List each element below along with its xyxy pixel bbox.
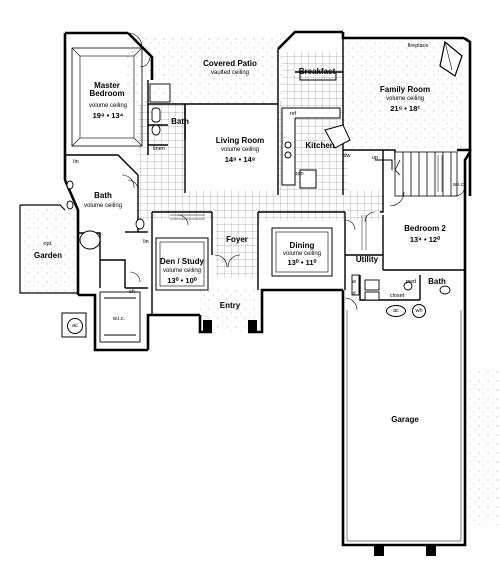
den-study-ceiling: volume ceiling bbox=[162, 268, 202, 274]
entry-name: Entry bbox=[219, 301, 241, 310]
family-room-name: Family Room bbox=[379, 85, 431, 94]
family-room-dims: 21⁸ • 18² bbox=[390, 104, 420, 113]
living-room-ceiling: volume ceiling bbox=[220, 147, 260, 153]
dining-tray bbox=[271, 227, 333, 277]
master-bath-ceiling: volume ceiling bbox=[83, 203, 123, 209]
dishwasher-label: dw bbox=[343, 153, 351, 159]
master-tray-corners bbox=[71, 47, 143, 147]
garage-outline bbox=[346, 310, 462, 542]
dining-dims: 13⁰ • 11⁰ bbox=[287, 258, 317, 267]
living-room-dims: 14⁸ • 14⁸ bbox=[224, 155, 256, 164]
living-room-name: Living Room bbox=[215, 136, 265, 145]
linen-label: linen bbox=[153, 146, 165, 152]
lin-label-2: lin bbox=[143, 239, 149, 245]
fireplace-icon bbox=[439, 40, 463, 77]
wic-family-label: w.i.c. bbox=[452, 182, 466, 188]
closet-label: closet bbox=[389, 293, 405, 299]
master-bath-name: Bath bbox=[94, 191, 112, 200]
breakfast-name: Breakfast bbox=[298, 67, 336, 76]
bedroom2-dims: 13⁴ • 12⁰ bbox=[409, 235, 441, 244]
master-tray-ceiling bbox=[71, 47, 143, 147]
den-tray bbox=[155, 237, 209, 291]
speckled-floors bbox=[20, 36, 500, 525]
den-study-dims: 13⁰ • 10⁰ bbox=[167, 276, 197, 285]
garden-outline bbox=[19, 204, 78, 294]
entry-columns bbox=[203, 320, 436, 556]
water-heater: wh bbox=[412, 304, 426, 318]
bath2-name: Bath bbox=[428, 277, 446, 286]
garden-prefix: opt. bbox=[43, 241, 53, 247]
utility-name: Utility bbox=[355, 255, 379, 264]
closet-shelves bbox=[170, 155, 443, 250]
master-bedroom-ceiling: volume ceiling bbox=[88, 103, 128, 109]
bedroom2-name: Bedroom 2 bbox=[404, 224, 446, 233]
powder-label: pwd bbox=[405, 279, 417, 285]
family-room-ceiling: volume ceiling bbox=[385, 96, 425, 102]
fireplace-label: fireplace bbox=[407, 43, 429, 49]
lin-label-1: lin bbox=[73, 159, 79, 165]
kitchen-counters bbox=[281, 71, 351, 189]
dryer-label: d bbox=[352, 291, 356, 297]
washer-label: w bbox=[352, 279, 356, 285]
kitchen-name: Kitchen bbox=[305, 141, 335, 150]
garden-name: Garden bbox=[33, 251, 62, 260]
covered-patio-ceiling: vaulted ceiling bbox=[210, 70, 250, 76]
pantry-label: pan bbox=[294, 171, 304, 177]
door-swings bbox=[121, 32, 466, 311]
covered-patio-name: Covered Patio bbox=[203, 59, 257, 68]
master-bedroom-dims: 19⁸ • 13⁴ bbox=[92, 111, 124, 120]
stair-icon bbox=[375, 148, 472, 197]
bath-fixtures bbox=[66, 83, 451, 343]
foyer-name: Foyer bbox=[226, 235, 248, 244]
interior-walls bbox=[65, 38, 465, 315]
ac-unit-1: ac bbox=[386, 305, 406, 317]
dining-name: Dining bbox=[289, 241, 315, 250]
bath-small-name: Bath bbox=[171, 117, 189, 126]
shower-label: sh bbox=[129, 289, 135, 295]
dining-ceiling: volume ceiling bbox=[282, 251, 322, 257]
wic-master-label: w.i.c. bbox=[112, 316, 126, 322]
garage-name: Garage bbox=[391, 415, 419, 424]
den-study-name: Den / Study bbox=[159, 257, 204, 266]
up-label: up bbox=[371, 155, 379, 161]
refrigerator-label: ref bbox=[289, 111, 297, 117]
ac-yard: ac bbox=[67, 318, 83, 334]
master-bedroom-name: Master Bedroom bbox=[89, 81, 125, 99]
